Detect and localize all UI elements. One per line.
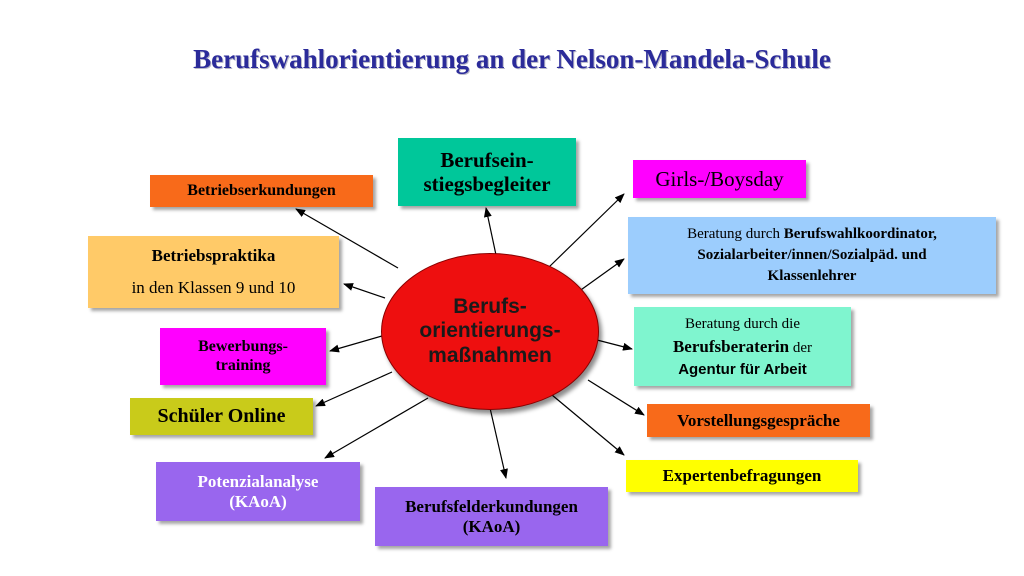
node-text: Girls-/Boysday bbox=[655, 166, 784, 191]
node-line2: training bbox=[215, 356, 271, 374]
node-text: Betriebserkundungen bbox=[187, 181, 336, 199]
page-title: Berufswahlorientierung an der Nelson-Man… bbox=[193, 44, 831, 74]
center-line3: maßnahmen bbox=[428, 343, 552, 367]
center-line1: Berufs- bbox=[453, 295, 527, 319]
arrow-expertenbefragungen bbox=[551, 394, 625, 456]
node-berufseinstiegsbegleiter: Berufsein- stiegsbegleiter bbox=[398, 138, 576, 206]
node-berufsfelderkundungen: Berufsfelderkundungen (KAoA) bbox=[375, 487, 608, 546]
node-line1: Potenzialanalyse bbox=[197, 471, 319, 491]
arrow-berufsfelderkundungen bbox=[489, 407, 508, 479]
arrow-betriebserkundungen bbox=[295, 208, 399, 269]
node-line1: Berufsfelderkundungen bbox=[405, 496, 578, 516]
arrow-beratung-agentur bbox=[596, 339, 633, 351]
node-line2: (KAoA) bbox=[462, 516, 521, 536]
node-schueler-online: Schüler Online bbox=[130, 398, 313, 435]
node-line1: Bewerbungs- bbox=[198, 338, 288, 356]
arrow-beratung-koordinator bbox=[577, 258, 625, 293]
node-line2: Sozialarbeiter/innen/Sozialpäd. und bbox=[697, 247, 927, 263]
node-line2: in den Klassen 9 und 10 bbox=[131, 278, 296, 297]
arrow-berufseinstieg bbox=[483, 207, 497, 256]
node-text: Schüler Online bbox=[157, 405, 286, 427]
node-line2: Berufsberaterin der bbox=[672, 336, 813, 356]
arrow-bewerbungstraining bbox=[329, 335, 383, 353]
node-text: Vorstellungsgespräche bbox=[677, 410, 840, 430]
node-line2: stiegsbegleiter bbox=[423, 172, 551, 196]
node-line1: Beratung durch Berufswahlkoordinator, bbox=[687, 226, 937, 242]
node-line1: Beratung durch die bbox=[685, 315, 800, 332]
node-betriebspraktika: Betriebspraktika in den Klassen 9 und 10 bbox=[88, 236, 339, 308]
arrow-potenzialanalyse bbox=[324, 397, 429, 459]
node-line3: Klassenlehrer bbox=[767, 268, 857, 284]
node-beratung-agentur: Beratung durch die Berufsberaterin der A… bbox=[634, 307, 851, 386]
node-line1: Betriebspraktika bbox=[151, 246, 276, 266]
node-vorstellungsgespraeche: Vorstellungsgespräche bbox=[647, 404, 870, 437]
arrow-girls-boysday bbox=[547, 193, 625, 269]
center-line2: orientierungs- bbox=[419, 319, 561, 343]
arrow-schueler-online bbox=[315, 371, 393, 407]
node-line3: Agentur für Arbeit bbox=[678, 360, 807, 378]
node-bewerbungstraining: Bewerbungs- training bbox=[160, 328, 326, 385]
node-line2: (KAoA) bbox=[229, 491, 287, 511]
node-text: Expertenbefragungen bbox=[662, 466, 822, 486]
node-girls-boysday: Girls-/Boysday bbox=[633, 160, 806, 198]
node-line1: Berufsein- bbox=[440, 147, 534, 172]
arrow-betriebspraktika bbox=[343, 283, 386, 299]
node-potenzialanalyse: Potenzialanalyse (KAoA) bbox=[156, 462, 360, 521]
center-ellipse: Berufs- orientierungs- maßnahmen bbox=[381, 253, 599, 410]
node-expertenbefragungen: Expertenbefragungen bbox=[626, 460, 858, 492]
arrow-vorstellungsgespraeche bbox=[587, 379, 645, 416]
node-beratung-koordinator: Beratung durch Berufswahlkoordinator, So… bbox=[628, 217, 996, 294]
node-betriebserkundungen: Betriebserkundungen bbox=[150, 175, 373, 207]
